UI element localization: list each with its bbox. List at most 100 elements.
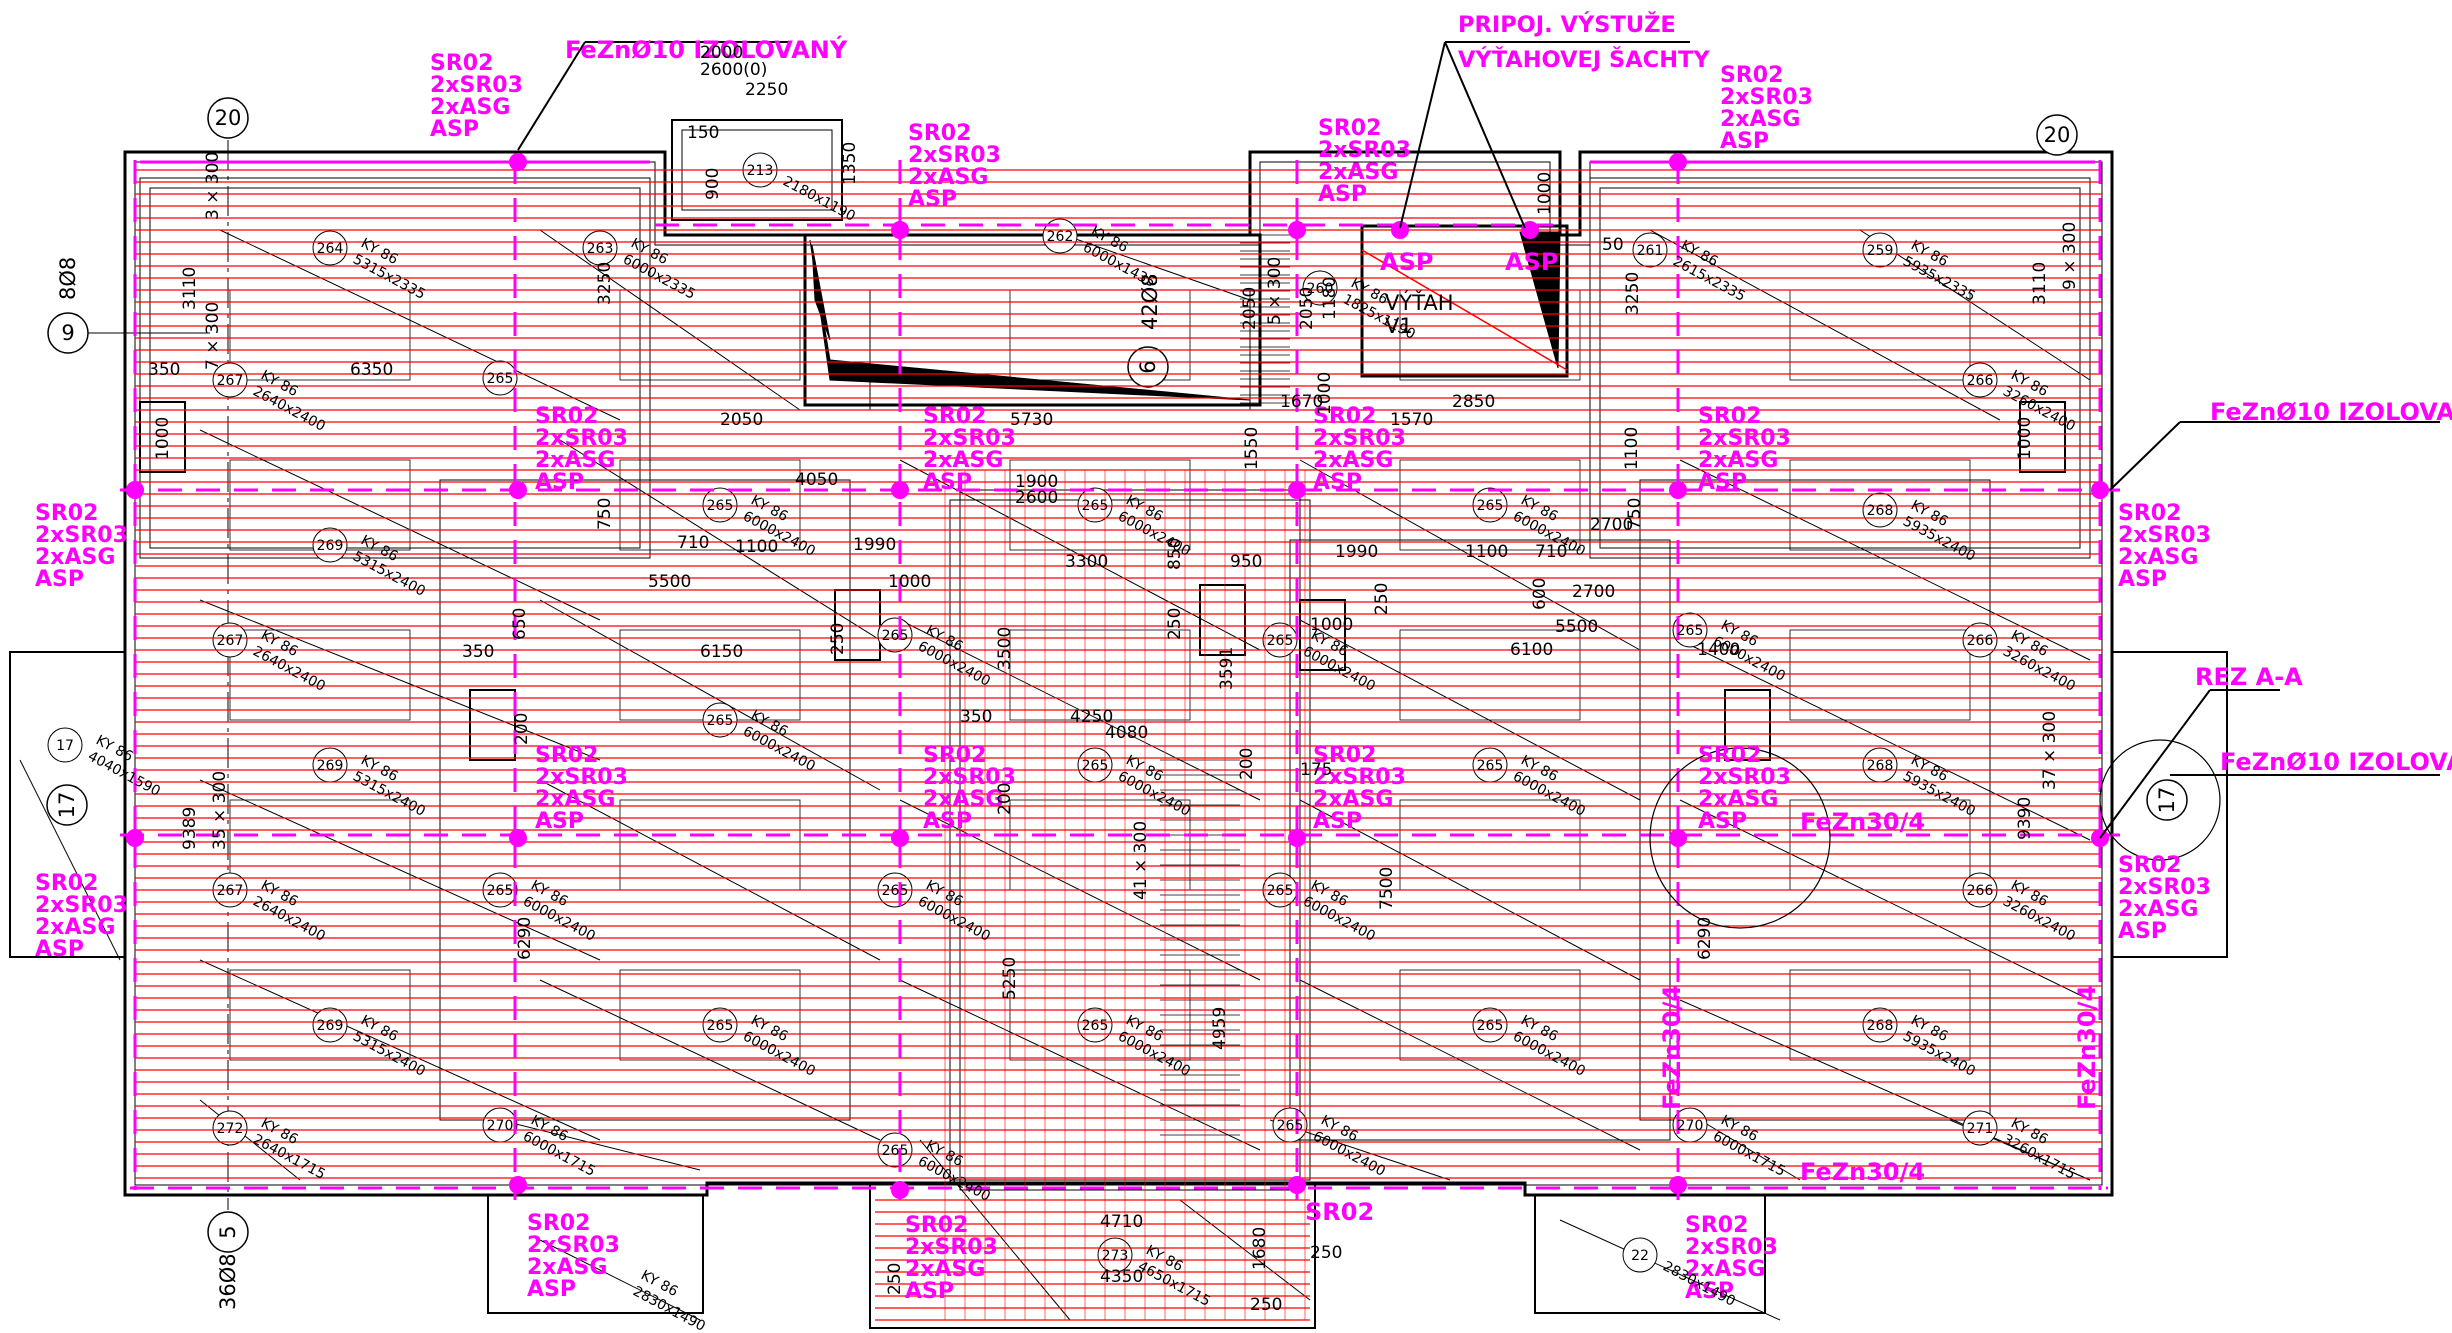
room-nw [139, 177, 651, 559]
panel-leader-0 [219, 229, 621, 421]
panel-number-p265p: 265 [1477, 1018, 1504, 1034]
panel-leader-5 [199, 429, 601, 621]
notch-0 [139, 401, 186, 473]
sr-stack-g16-line-0: SR02 [1698, 743, 1761, 768]
dim-d4959: 4959 [1210, 1007, 1230, 1050]
panel-leader-19 [1679, 799, 2091, 1001]
sr-stack-g3-line-2: 2xASG [1318, 160, 1398, 185]
panel-bubble-p264 [312, 230, 348, 266]
dim-d200c: 200 [1237, 748, 1257, 780]
dim-d50: 50 [1602, 235, 1624, 255]
panel-box-2-2 [1009, 629, 1191, 721]
room-nw-inner [149, 187, 641, 549]
panel-bubble-p266a [1962, 362, 1998, 398]
panel-number-p269a: 269 [317, 538, 344, 554]
sr-stack-g12-line-2: 2xASG [1698, 448, 1778, 473]
dim-d2700b: 2700 [1572, 582, 1615, 602]
ground-point-0 [509, 153, 527, 171]
prip-leader-a [1399, 41, 1446, 229]
sr-stack-g13-line-1: 2xSR03 [535, 765, 628, 790]
dim-d5x300: 5 × 300 [1265, 257, 1285, 325]
tag-fz3: FeZn30/4 [1658, 985, 1686, 1110]
panel-number-p265q: 265 [882, 1143, 909, 1159]
sr-stack-g9-line-3: ASP [535, 470, 584, 495]
dim-d200a: 200 [512, 713, 532, 745]
panel-leader-14 [1679, 639, 2091, 841]
dim-d750b: 750 [1625, 498, 1645, 530]
panel-number-p268a: 268 [1867, 503, 1894, 519]
dim-d2000: 2000 [700, 43, 743, 63]
dim-d1350: 1350 [840, 142, 860, 185]
panel-number-p273: 273 [1102, 1248, 1129, 1264]
shaft-left-fill [809, 239, 1251, 401]
sr-stack-g12-line-0: SR02 [1698, 404, 1761, 429]
grid-label-a17r: 17 [2155, 787, 2179, 814]
dim-d650: 650 [510, 608, 530, 640]
sr-stack-bottom-1-line-2: 2xASG [905, 1257, 985, 1282]
sr-stack-g2-line-2: 2xASG [908, 165, 988, 190]
panel-leader-15 [199, 779, 601, 961]
sr-stack-g9-line-2: 2xASG [535, 448, 615, 473]
sr-stack-g7-line-1: 2xSR03 [35, 893, 128, 918]
sr-stack-g5-line-2: 2xASG [35, 545, 115, 570]
room-ne [1589, 177, 2091, 559]
dim-d1400: 1400 [1697, 640, 1740, 660]
rez-leader-a [2099, 689, 2211, 839]
grid-label-a6: 6 [1136, 360, 1160, 373]
panel-box-3-3 [1399, 799, 1581, 891]
sr-stack-g13-line-2: 2xASG [535, 787, 615, 812]
sr-stack-g3-line-1: 2xSR03 [1318, 138, 1411, 163]
sr-stack-g5-line-3: ASP [35, 567, 84, 592]
dim-d3591: 3591 [1217, 647, 1237, 690]
dim-d4710: 4710 [1100, 1212, 1143, 1232]
magenta-layer [120, 41, 2440, 1200]
fe2-leader [2109, 421, 2181, 491]
dim-d250f: 250 [1250, 1295, 1282, 1315]
grid-label-a5: 5 [216, 1225, 240, 1238]
sr-stack-g8-line-2: 2xASG [2118, 897, 2198, 922]
panel-leader-33 [1559, 1219, 1781, 1321]
sr-stack-bottom-0-line-2: 2xASG [527, 1255, 607, 1280]
sr-stack-g7-line-2: 2xASG [35, 915, 115, 940]
sr-stack-bottom-2-line-2: 2xASG [1685, 1257, 1765, 1282]
elevator-diagonal [1361, 249, 1568, 371]
dim-d350b: 350 [462, 642, 494, 662]
sr-stack-g10-line-1: 2xSR03 [923, 426, 1016, 451]
panel-box-2-3 [1399, 629, 1581, 721]
ground-point-16 [1669, 829, 1687, 847]
grid-bubble-a20l [207, 97, 249, 139]
dim-d1570: 1570 [1390, 410, 1433, 430]
dim-d850: 850 [1165, 538, 1185, 570]
sr-stack-g14-line-3: ASP [923, 809, 972, 834]
sr-stack-g15-line-0: SR02 [1313, 743, 1376, 768]
balcony-bottom-left [487, 1194, 704, 1314]
panel-number-p266c: 266 [1967, 883, 1994, 899]
ground-point-18 [509, 1176, 527, 1194]
sr-stack-g8-line-0: SR02 [2118, 853, 2181, 878]
dim-d4050: 4050 [795, 470, 838, 490]
grid-bubble-a20r [2036, 114, 2078, 156]
panel-number-p271: 271 [1967, 1121, 1994, 1137]
sr-stack-bottom-2-line-1: 2xSR03 [1685, 1235, 1778, 1260]
dim-d9x300: 9 × 300 [2060, 222, 2080, 290]
panel-number-p259: 259 [1867, 243, 1894, 259]
sr-stack-g7-line-0: SR02 [35, 871, 98, 896]
dim-d35x300: 35 × 300 [210, 771, 230, 850]
dim-d1000d: 1000 [888, 572, 931, 592]
grid-bubble-a17l [46, 784, 88, 826]
grid-bubble-a5 [207, 1211, 249, 1253]
grid-bubble-a6 [1127, 346, 1169, 388]
dim-d41x300: 41 × 300 [1131, 821, 1151, 900]
panel-box-1-1 [619, 459, 801, 551]
panel-box-1-3 [1399, 459, 1581, 551]
balcony-bottom-right [1534, 1194, 1766, 1314]
panel-leader-1 [539, 229, 801, 411]
sr-stack-bottom-1-line-0: SR02 [905, 1213, 968, 1238]
dim-d7x300: 7 × 300 [203, 302, 223, 370]
sr-stack-g3-line-0: SR02 [1318, 116, 1381, 141]
panel-number-p269b: 269 [317, 758, 344, 774]
sr-stack-g6-line-0: SR02 [2118, 501, 2181, 526]
sr-stack-g15-line-3: ASP [1313, 809, 1362, 834]
sr-stack-g13-line-0: SR02 [535, 743, 598, 768]
